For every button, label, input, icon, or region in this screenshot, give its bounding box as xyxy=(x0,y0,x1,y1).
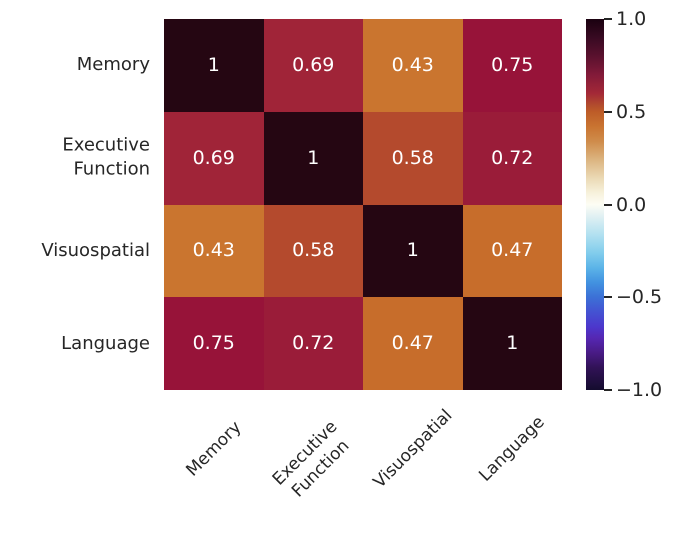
colorbar-tick-mark xyxy=(604,110,612,113)
x-tick-label-0: Memory xyxy=(182,417,246,481)
heatmap-cell-r2c2: 1 xyxy=(363,204,463,298)
colorbar-tick-mark xyxy=(604,389,612,391)
colorbar-tick-label-1: 0.5 xyxy=(616,100,647,123)
heatmap-cell-r1c1: 1 xyxy=(263,111,363,205)
cell-annotation: 0.47 xyxy=(491,239,534,262)
heatmap-cell-r1c3: 0.72 xyxy=(462,111,562,205)
cell-annotation: 0.75 xyxy=(491,53,534,76)
x-tick-label-1: Executive Function xyxy=(269,416,354,502)
cell-annotation: 0.58 xyxy=(292,239,335,262)
heatmap-cell-r3c0: 0.75 xyxy=(164,297,264,390)
colorbar-tick-label-0: 1.0 xyxy=(616,8,647,30)
heatmap-cell-r0c2: 0.43 xyxy=(363,19,463,112)
cell-annotation: 1 xyxy=(207,53,220,76)
x-tick-label-3: Language xyxy=(475,412,549,486)
cell-annotation: 1 xyxy=(307,146,320,169)
colorbar xyxy=(586,19,604,390)
heatmap-cell-r2c3: 0.47 xyxy=(462,204,562,298)
cell-annotation: 0.72 xyxy=(292,332,335,355)
x-tick-label-2: Visuospatial xyxy=(369,405,457,493)
cell-annotation: 0.47 xyxy=(391,332,434,355)
cell-annotation: 0.69 xyxy=(192,146,235,169)
cell-annotation: 0.75 xyxy=(192,332,235,355)
colorbar-tick-mark xyxy=(604,203,612,206)
heatmap-cell-r0c3: 0.75 xyxy=(462,19,562,112)
heatmap-cell-r2c0: 0.43 xyxy=(164,204,264,298)
colorbar-tick-mark xyxy=(604,18,612,20)
colorbar-tick-label-3: −0.5 xyxy=(616,286,663,309)
cell-annotation: 0.58 xyxy=(391,146,434,169)
heatmap-grid: 1 0.69 0.43 0.75 0.69 1 0.58 0.72 0.43 0.58 1 0.47 0… xyxy=(164,19,562,390)
y-tick-label-1: Executive Function xyxy=(62,134,150,181)
heatmap-cell-r3c3: 1 xyxy=(462,297,562,390)
colorbar-tick-mark xyxy=(604,296,612,299)
colorbar-tick-label-4: −1.0 xyxy=(616,379,663,401)
heatmap-cell-r1c0: 0.69 xyxy=(164,111,264,205)
cell-annotation: 0.72 xyxy=(491,146,534,169)
colorbar-tick-label-2: 0.0 xyxy=(616,193,647,216)
heatmap-cell-r3c1: 0.72 xyxy=(263,297,363,390)
cell-annotation: 0.43 xyxy=(391,53,434,76)
heatmap-cell-r0c0: 1 xyxy=(164,19,264,112)
y-tick-label-2: Visuospatial xyxy=(41,239,150,261)
cell-annotation: 0.43 xyxy=(192,239,235,262)
y-tick-label-3: Language xyxy=(61,332,150,354)
heatmap-cell-r1c2: 0.58 xyxy=(363,111,463,205)
cell-annotation: 1 xyxy=(506,332,519,355)
y-tick-label-0: Memory xyxy=(76,54,150,76)
heatmap-cell-r2c1: 0.58 xyxy=(263,204,363,298)
heatmap-cell-r3c2: 0.47 xyxy=(363,297,463,390)
cell-annotation: 1 xyxy=(406,239,419,262)
cell-annotation: 0.69 xyxy=(292,53,335,76)
heatmap-cell-r0c1: 0.69 xyxy=(263,19,363,112)
